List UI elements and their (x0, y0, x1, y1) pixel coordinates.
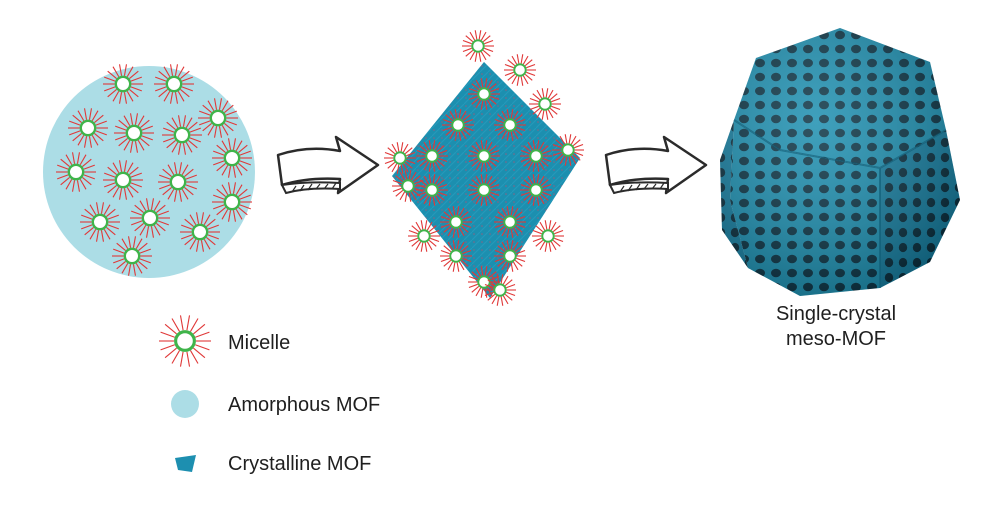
micelle-icon (212, 182, 252, 222)
right-arrow-icon (604, 135, 708, 195)
crystalline-mof-icon (175, 455, 196, 472)
amorphous-mof-stage (43, 64, 255, 278)
micelle-icon (159, 315, 211, 367)
micelle-icon (440, 240, 472, 272)
micelle-icon (440, 206, 472, 238)
micelle-icon (494, 240, 526, 272)
micelle-icon (504, 54, 536, 86)
micelle-icon (529, 88, 561, 120)
single-crystal-meso-mof (720, 28, 960, 296)
micelle-icon (384, 142, 416, 174)
micelle-icon (162, 115, 202, 155)
micelle-icon (462, 30, 494, 62)
micelle-icon (416, 174, 448, 206)
micelle-icon (468, 78, 500, 110)
micelle-icon (484, 274, 516, 306)
right-arrow-icon (276, 135, 380, 195)
micelle-icon (520, 174, 552, 206)
micelle-icon (198, 98, 238, 138)
micelle-icon (520, 140, 552, 172)
micelle-icon (114, 113, 154, 153)
micelle-icon (416, 140, 448, 172)
micelles-in-crystalline-mof (384, 30, 584, 306)
micelle-icon (442, 109, 474, 141)
micelle-icon (130, 198, 170, 238)
micelle-icon (468, 140, 500, 172)
micelle-icon (103, 64, 143, 104)
micelles-in-amorphous-mof (56, 64, 252, 276)
legend-label-micelle: Micelle (228, 332, 291, 354)
crystalline-mof-stage (384, 30, 584, 306)
legend-label-amorphous-mof: Amorphous MOF (228, 394, 381, 416)
micelle-icon (180, 212, 220, 252)
micelle-icon (392, 170, 424, 202)
micelle-icon (154, 64, 194, 104)
micelle-icon (494, 206, 526, 238)
micelle-icon (158, 162, 198, 202)
micelle-icon (468, 174, 500, 206)
product-label: Single-crystal meso-MOF (736, 302, 936, 352)
product-label-line2: meso-MOF (786, 328, 886, 350)
amorphous-mof-icon (171, 390, 199, 418)
micelle-icon (80, 202, 120, 242)
micelle-icon (494, 109, 526, 141)
micelle-icon (532, 220, 564, 252)
micelle-icon (552, 134, 584, 166)
micelle-icon (68, 108, 108, 148)
micelle-icon (159, 315, 211, 367)
product-label-line1: Single-crystal (775, 303, 897, 325)
micelle-icon (103, 160, 143, 200)
micelle-icon (212, 138, 252, 178)
micelle-icon (56, 152, 96, 192)
micelle-icon (408, 220, 440, 252)
legend-label-crystalline-mof: Crystalline MOF (228, 453, 372, 475)
micelle-icon (112, 236, 152, 276)
